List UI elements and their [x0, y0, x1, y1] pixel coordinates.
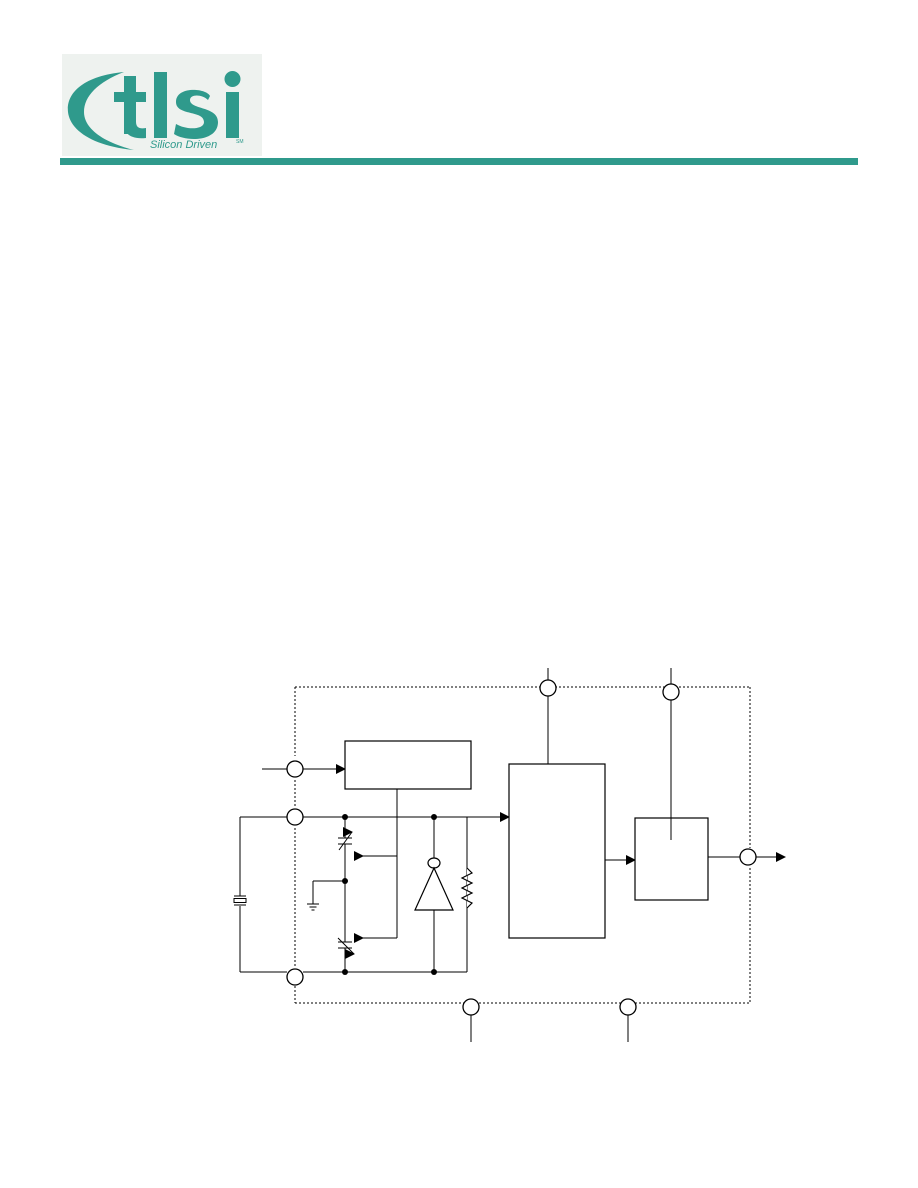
output-pin — [739, 848, 757, 866]
header-rule — [60, 158, 858, 165]
tlsi-logo: Silicon Driven SM — [62, 54, 262, 156]
logo-wordmark — [114, 71, 241, 139]
block-diagram — [233, 668, 786, 1042]
control-block — [344, 740, 472, 790]
divider-block — [508, 763, 606, 939]
bottom-pin-1 — [462, 998, 480, 1016]
bottom-pin-2 — [619, 998, 637, 1016]
junctions — [342, 814, 437, 975]
crystal-loop — [239, 816, 287, 973]
logo-swoosh — [67, 72, 134, 150]
oscillator-wiring — [303, 789, 510, 973]
variable-capacitor-bottom — [337, 937, 355, 959]
xtal-out-pin — [286, 968, 304, 986]
logo-trademark: SM — [236, 139, 244, 145]
top-pin-1 — [539, 679, 557, 697]
xtal-in-pin — [286, 808, 304, 826]
logo-tagline: Silicon Driven — [150, 139, 217, 151]
package-boundary — [294, 686, 751, 1004]
oscillator-inverter — [414, 857, 454, 911]
top-pin-2 — [662, 683, 680, 701]
crystal — [233, 895, 247, 906]
input-pin — [286, 760, 304, 778]
ground — [307, 903, 319, 911]
variable-capacitor-top — [338, 827, 353, 851]
feedback-resistor — [460, 867, 474, 909]
